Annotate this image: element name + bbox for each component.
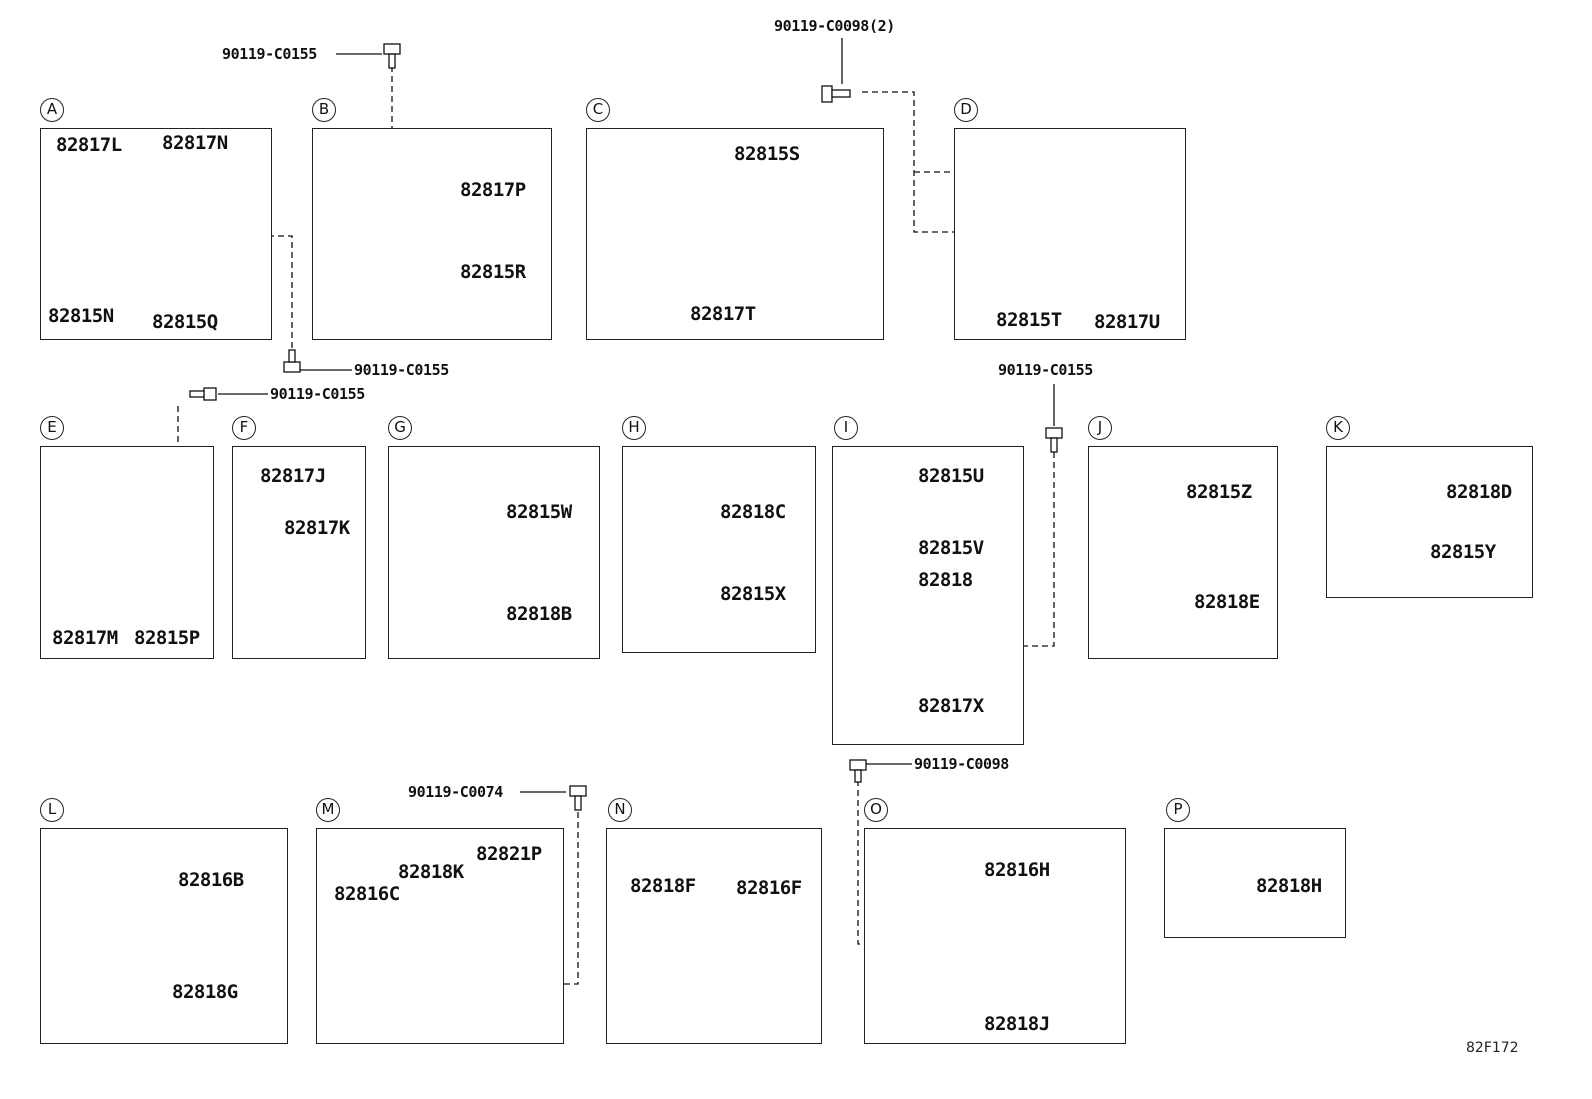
panel-L [40,828,288,1044]
part-label-82815Z: 82815Z [1186,481,1252,503]
bolt-icon [1045,427,1063,453]
bolt-icon [849,759,867,783]
bolt-label-90119-C0098: 90119-C0098 [914,755,1009,773]
part-label-82818K: 82818K [398,861,464,883]
part-label-82817X: 82817X [918,695,984,717]
part-label-82818E: 82818E [1194,591,1260,613]
panel-D [954,128,1186,340]
part-label-82816H: 82816H [984,859,1050,881]
part-label-82815R: 82815R [460,261,526,283]
panel-letter-G: G [388,416,412,440]
part-label-82817U: 82817U [1094,311,1160,333]
panel-letter-F: F [232,416,256,440]
panel-letter-K: K [1326,416,1350,440]
part-label-82818H: 82818H [1256,875,1322,897]
bolt-icon [821,85,851,103]
part-label-82816B: 82816B [178,869,244,891]
panel-letter-E: E [40,416,64,440]
panel-E [40,446,214,659]
panel-O [864,828,1126,1044]
panel-N [606,828,822,1044]
part-label-82816F: 82816F [736,877,802,899]
panel-letter-N: N [608,798,632,822]
part-label-82817P: 82817P [460,179,526,201]
panel-letter-M: M [316,798,340,822]
panel-letter-A: A [40,98,64,122]
bolt-label-90119-C0155-j: 90119-C0155 [998,361,1093,379]
panel-letter-H: H [622,416,646,440]
part-label-82821P: 82821P [476,843,542,865]
panel-J [1088,446,1278,659]
bolt-icons [189,43,1063,811]
panel-I [832,446,1024,745]
panel-letter-P: P [1166,798,1190,822]
part-label-82815X: 82815X [720,583,786,605]
part-label-82815Y: 82815Y [1430,541,1496,563]
panel-letter-I: I [834,416,858,440]
panel-A [40,128,272,340]
panel-letter-C: C [586,98,610,122]
panel-letter-J: J [1088,416,1112,440]
part-label-82815P: 82815P [134,627,200,649]
part-label-82815U: 82815U [918,465,984,487]
panel-letter-O: O [864,798,888,822]
bolt-label-90119-C0155-e: 90119-C0155 [270,385,365,403]
part-label-82817N: 82817N [162,132,228,154]
part-label-82818G: 82818G [172,981,238,1003]
part-label-82815T: 82815T [996,309,1062,331]
part-label-82818: 82818 [918,569,973,591]
part-label-82816C: 82816C [334,883,400,905]
bolt-icon [189,387,217,401]
part-label-82815Q: 82815Q [152,311,218,333]
bolt-icon [383,43,401,69]
panel-letter-B: B [312,98,336,122]
part-label-82817J: 82817J [260,465,326,487]
panel-M [316,828,564,1044]
panel-C [586,128,884,340]
part-label-82815W: 82815W [506,501,572,523]
part-label-82817K: 82817K [284,517,350,539]
figure-id: 82F172 [1466,1040,1519,1056]
part-label-82818D: 82818D [1446,481,1512,503]
panel-B [312,128,552,340]
part-label-82818J: 82818J [984,1013,1050,1035]
panel-G [388,446,600,659]
panel-letter-D: D [954,98,978,122]
bolt-label-90119-C0155-top: 90119-C0155 [222,45,317,63]
panel-F [232,446,366,659]
bolt-label-90119-C0155-a: 90119-C0155 [354,361,449,379]
bolt-label-90119-C0098-2: 90119-C0098(2) [774,17,895,35]
bolt-label-90119-C0074: 90119-C0074 [408,783,503,801]
part-label-82818C: 82818C [720,501,786,523]
part-label-82817T: 82817T [690,303,756,325]
bolt-icon [569,785,587,811]
part-label-82818F: 82818F [630,875,696,897]
panel-P [1164,828,1346,938]
panel-H [622,446,816,653]
panel-letter-L: L [40,798,64,822]
bolt-icon [283,349,301,373]
part-label-82817M: 82817M [52,627,118,649]
part-label-82817L: 82817L [56,134,122,156]
panel-K [1326,446,1533,598]
part-label-82815N: 82815N [48,305,114,327]
part-label-82815S: 82815S [734,143,800,165]
part-label-82815V: 82815V [918,537,984,559]
part-label-82818B: 82818B [506,603,572,625]
